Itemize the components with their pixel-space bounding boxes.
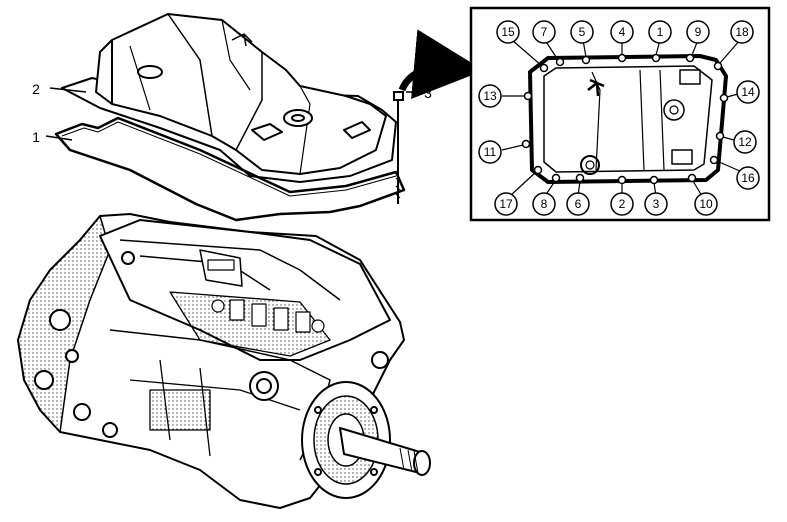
sequence-label: 5 — [579, 25, 586, 39]
sequence-badge — [532, 192, 556, 216]
sequence-label: 10 — [699, 197, 713, 211]
sequence-label: 12 — [738, 135, 752, 149]
sequence-badge — [496, 20, 520, 44]
sequence-label: 4 — [619, 25, 626, 39]
sequence-badge — [644, 192, 668, 216]
sequence-badge — [532, 20, 556, 44]
sequence-label: 7 — [541, 25, 548, 39]
callout-bolt: 3 — [424, 85, 432, 101]
sequence-badge — [610, 192, 634, 216]
sequence-badge — [648, 20, 672, 44]
sequence-label: 1 — [657, 25, 664, 39]
sequence-badge — [733, 130, 757, 154]
sequence-label: 2 — [619, 197, 626, 211]
sequence-badge — [570, 20, 594, 44]
sequence-label: 9 — [695, 25, 702, 39]
inset-sequence-labels: 15 7 5 4 1 9 18 13 14 11 12 16 17 8 6 2 … — [483, 25, 755, 211]
sequence-label: 13 — [483, 89, 497, 103]
sequence-badge — [686, 20, 710, 44]
leader-lines — [45, 87, 422, 141]
sequence-badge — [736, 80, 760, 104]
sequence-badge — [478, 84, 502, 108]
callout-gasket: 1 — [32, 129, 40, 145]
torque-sequence-inset: 15 7 5 4 1 9 18 13 14 11 12 16 17 8 6 2 … — [469, 6, 771, 222]
oil-pan — [61, 13, 397, 183]
sequence-badge — [478, 140, 502, 164]
sequence-label: 11 — [484, 145, 497, 159]
sequence-badge — [566, 192, 590, 216]
inset-sequence-badges — [478, 20, 760, 216]
sequence-badge — [736, 166, 760, 190]
pan-gasket — [54, 116, 406, 222]
inset-bolt-holes — [521, 53, 729, 185]
sequence-label: 8 — [541, 197, 548, 211]
sequence-badge — [694, 192, 718, 216]
sequence-label: 15 — [501, 25, 515, 39]
callout-pan: 2 — [32, 81, 40, 97]
arrow-to-inset — [398, 29, 484, 100]
transmission-assembly — [17, 213, 431, 509]
sequence-label: 3 — [653, 197, 660, 211]
sequence-badge — [494, 192, 518, 216]
sequence-label: 17 — [499, 197, 513, 211]
sequence-badge — [730, 20, 754, 44]
sequence-label: 14 — [741, 85, 755, 99]
pan-bolt — [393, 91, 404, 204]
sequence-label: 16 — [741, 171, 755, 185]
sequence-label: 18 — [735, 25, 749, 39]
sequence-label: 6 — [575, 197, 582, 211]
sequence-badge — [610, 20, 634, 44]
